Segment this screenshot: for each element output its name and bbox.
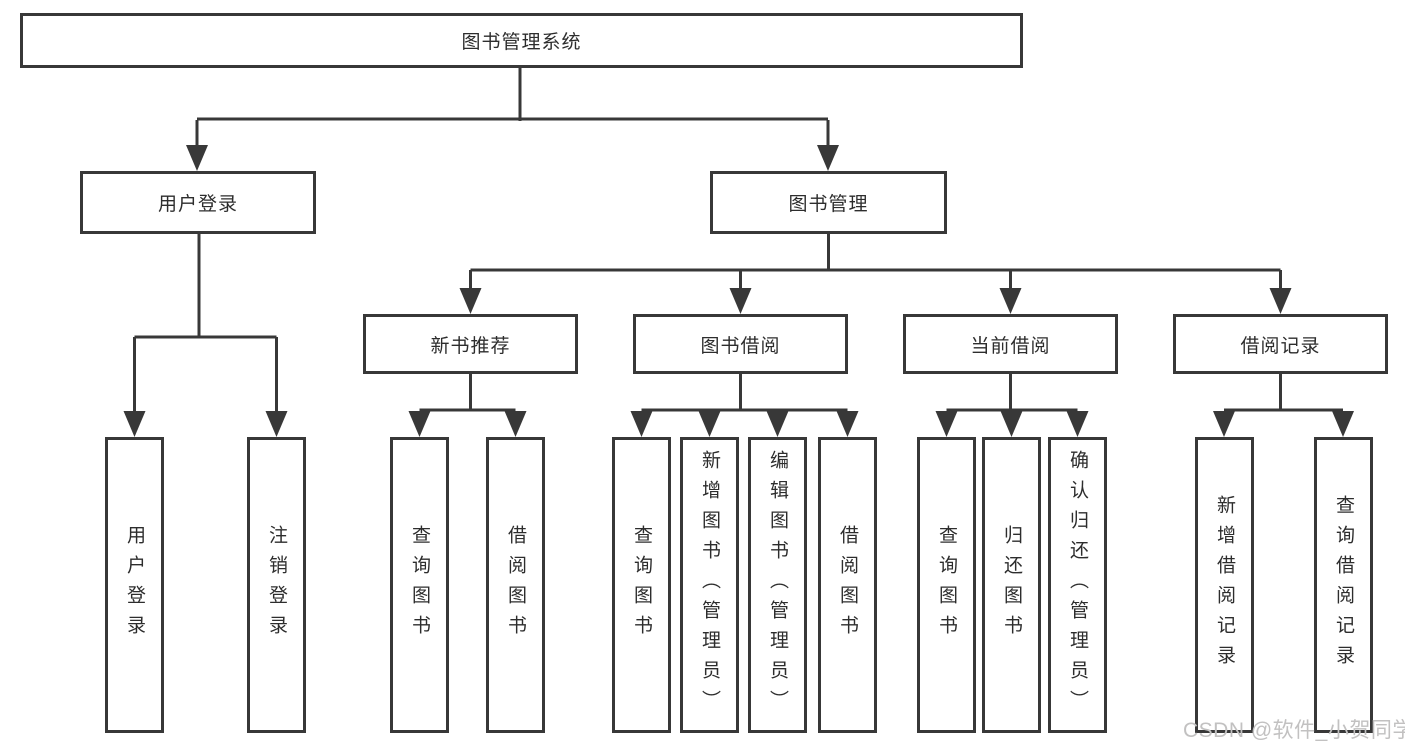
arrowhead [1269,288,1292,314]
node-label: 借阅图书 [837,525,858,645]
node-label: 查询借阅记录 [1333,495,1354,675]
node-label: 借阅记录 [1240,335,1321,357]
arrowhead [698,411,721,437]
leaf-add-borrow-record: 新增借阅记录 [1195,437,1254,733]
leaf-query-books-borrow: 查询图书 [612,437,671,733]
arrowhead [123,411,146,437]
node-label: 新增借阅记录 [1214,495,1235,675]
arrowhead [265,411,288,437]
leaf-edit-book-admin: 编辑图书（管理员） [748,437,807,733]
arrowhead [1066,411,1089,437]
node-label: 当前借阅 [970,335,1051,357]
leaf-query-books-current: 查询图书 [917,437,976,733]
node-current-borrowing: 当前借阅 [903,314,1118,374]
arrowhead [817,145,839,171]
arrowhead [766,411,789,437]
leaf-user-login: 用户登录 [105,437,164,733]
node-book-management: 图书管理 [710,171,947,234]
node-label: 用户登录 [124,525,145,645]
node-label: 用户登录 [157,194,238,215]
node-label: 图书借阅 [700,335,781,357]
leaf-confirm-return-admin: 确认归还（管理员） [1048,437,1107,733]
node-label: 查询图书 [409,525,430,645]
arrowhead [1000,411,1023,437]
node-label: 归还图书 [1001,525,1022,645]
arrowhead [630,411,653,437]
leaf-borrow-books-recommend: 借阅图书 [486,437,545,733]
arrowhead [1332,411,1354,437]
node-label: 图书管理 [788,194,869,215]
leaf-borrow-books: 借阅图书 [818,437,877,733]
node-label: 注销登录 [266,525,287,645]
node-label: 查询图书 [936,525,957,645]
arrowhead [186,145,208,171]
leaf-query-borrow-record: 查询借阅记录 [1314,437,1373,733]
arrowhead [1213,411,1235,437]
leaf-logout: 注销登录 [247,437,306,733]
node-borrowing-records: 借阅记录 [1173,314,1388,374]
node-label: 编辑图书（管理员） [767,450,788,720]
node-label: 查询图书 [631,525,652,645]
leaf-return-book: 归还图书 [982,437,1041,733]
node-book-borrowing: 图书借阅 [633,314,848,374]
node-label: 新书推荐 [430,335,511,357]
tree-edges [133,68,1343,415]
arrowhead [408,411,431,437]
leaf-add-book-admin: 新增图书（管理员） [680,437,739,733]
node-label: 确认归还（管理员） [1067,450,1088,720]
arrowhead [729,288,752,314]
arrowhead [459,288,482,314]
arrowhead [504,411,527,437]
csdn-watermark: CSDN @软件_小贺同学 [1183,719,1405,742]
arrowhead [935,411,958,437]
node-new-book-recommend: 新书推荐 [363,314,578,374]
node-label: 借阅图书 [505,525,526,645]
node-user-login: 用户登录 [80,171,316,234]
arrowhead [999,288,1022,314]
node-label: 图书管理系统 [461,32,582,53]
leaf-query-books-recommend: 查询图书 [390,437,449,733]
arrowhead [836,411,859,437]
node-label: 新增图书（管理员） [699,450,720,720]
node-root: 图书管理系统 [20,13,1023,68]
